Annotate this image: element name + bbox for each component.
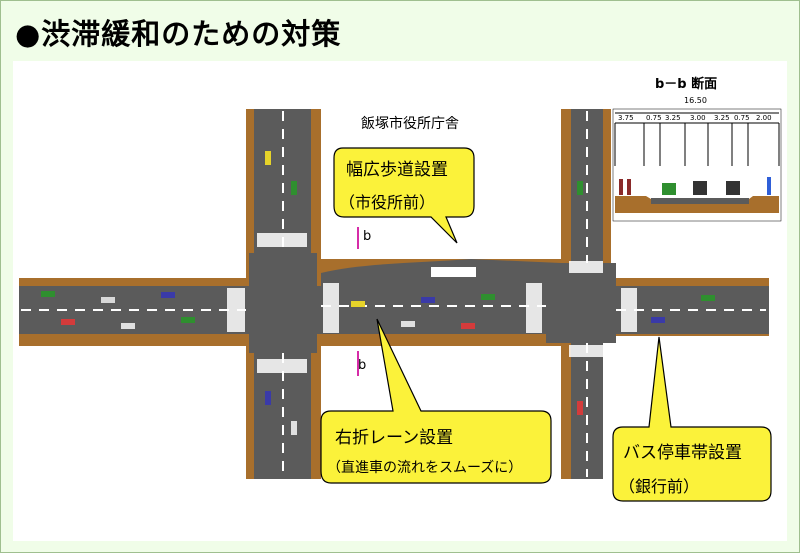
callout-sidewalk-line2: （市役所前） bbox=[339, 193, 436, 212]
bus-shelter bbox=[431, 267, 476, 277]
callout-right-turn-balloon bbox=[320, 318, 552, 484]
lane-width-3: 3.25 bbox=[665, 114, 681, 122]
section-marker-bottom: b bbox=[358, 358, 367, 373]
callout-sidewalk-balloon bbox=[333, 147, 475, 244]
cross-section-inset bbox=[612, 108, 782, 222]
lane-width-6: 0.75 bbox=[734, 114, 750, 122]
section-title: b－b 断面 bbox=[655, 77, 718, 92]
callout-bus-stop-line1: バス停車帯設置 bbox=[623, 443, 742, 463]
lane-width-7: 2.00 bbox=[756, 114, 772, 122]
section-total-width: 16.50 bbox=[684, 96, 707, 105]
section-marker-top: b bbox=[363, 229, 372, 244]
lane-width-4: 3.00 bbox=[690, 114, 706, 122]
building-label: 飯塚市役所庁舎 bbox=[361, 116, 459, 132]
callout-bus-stop-line2: （銀行前） bbox=[619, 477, 700, 496]
callout-bus-stop-balloon bbox=[612, 336, 772, 502]
lane-width-1: 3.75 bbox=[618, 114, 634, 122]
lane-width-2: 0.75 bbox=[646, 114, 662, 122]
vehicles bbox=[41, 151, 715, 435]
slide-title: ●渋滞緩和のための対策 bbox=[15, 17, 342, 51]
callout-right-turn-line1: 右折レーン設置 bbox=[335, 428, 454, 448]
callout-right-turn-line2: （直進車の流れをスムーズに） bbox=[327, 460, 523, 476]
crosswalks bbox=[227, 233, 637, 373]
callout-sidewalk-line1: 幅広歩道設置 bbox=[346, 160, 448, 180]
lane-width-5: 3.25 bbox=[714, 114, 730, 122]
